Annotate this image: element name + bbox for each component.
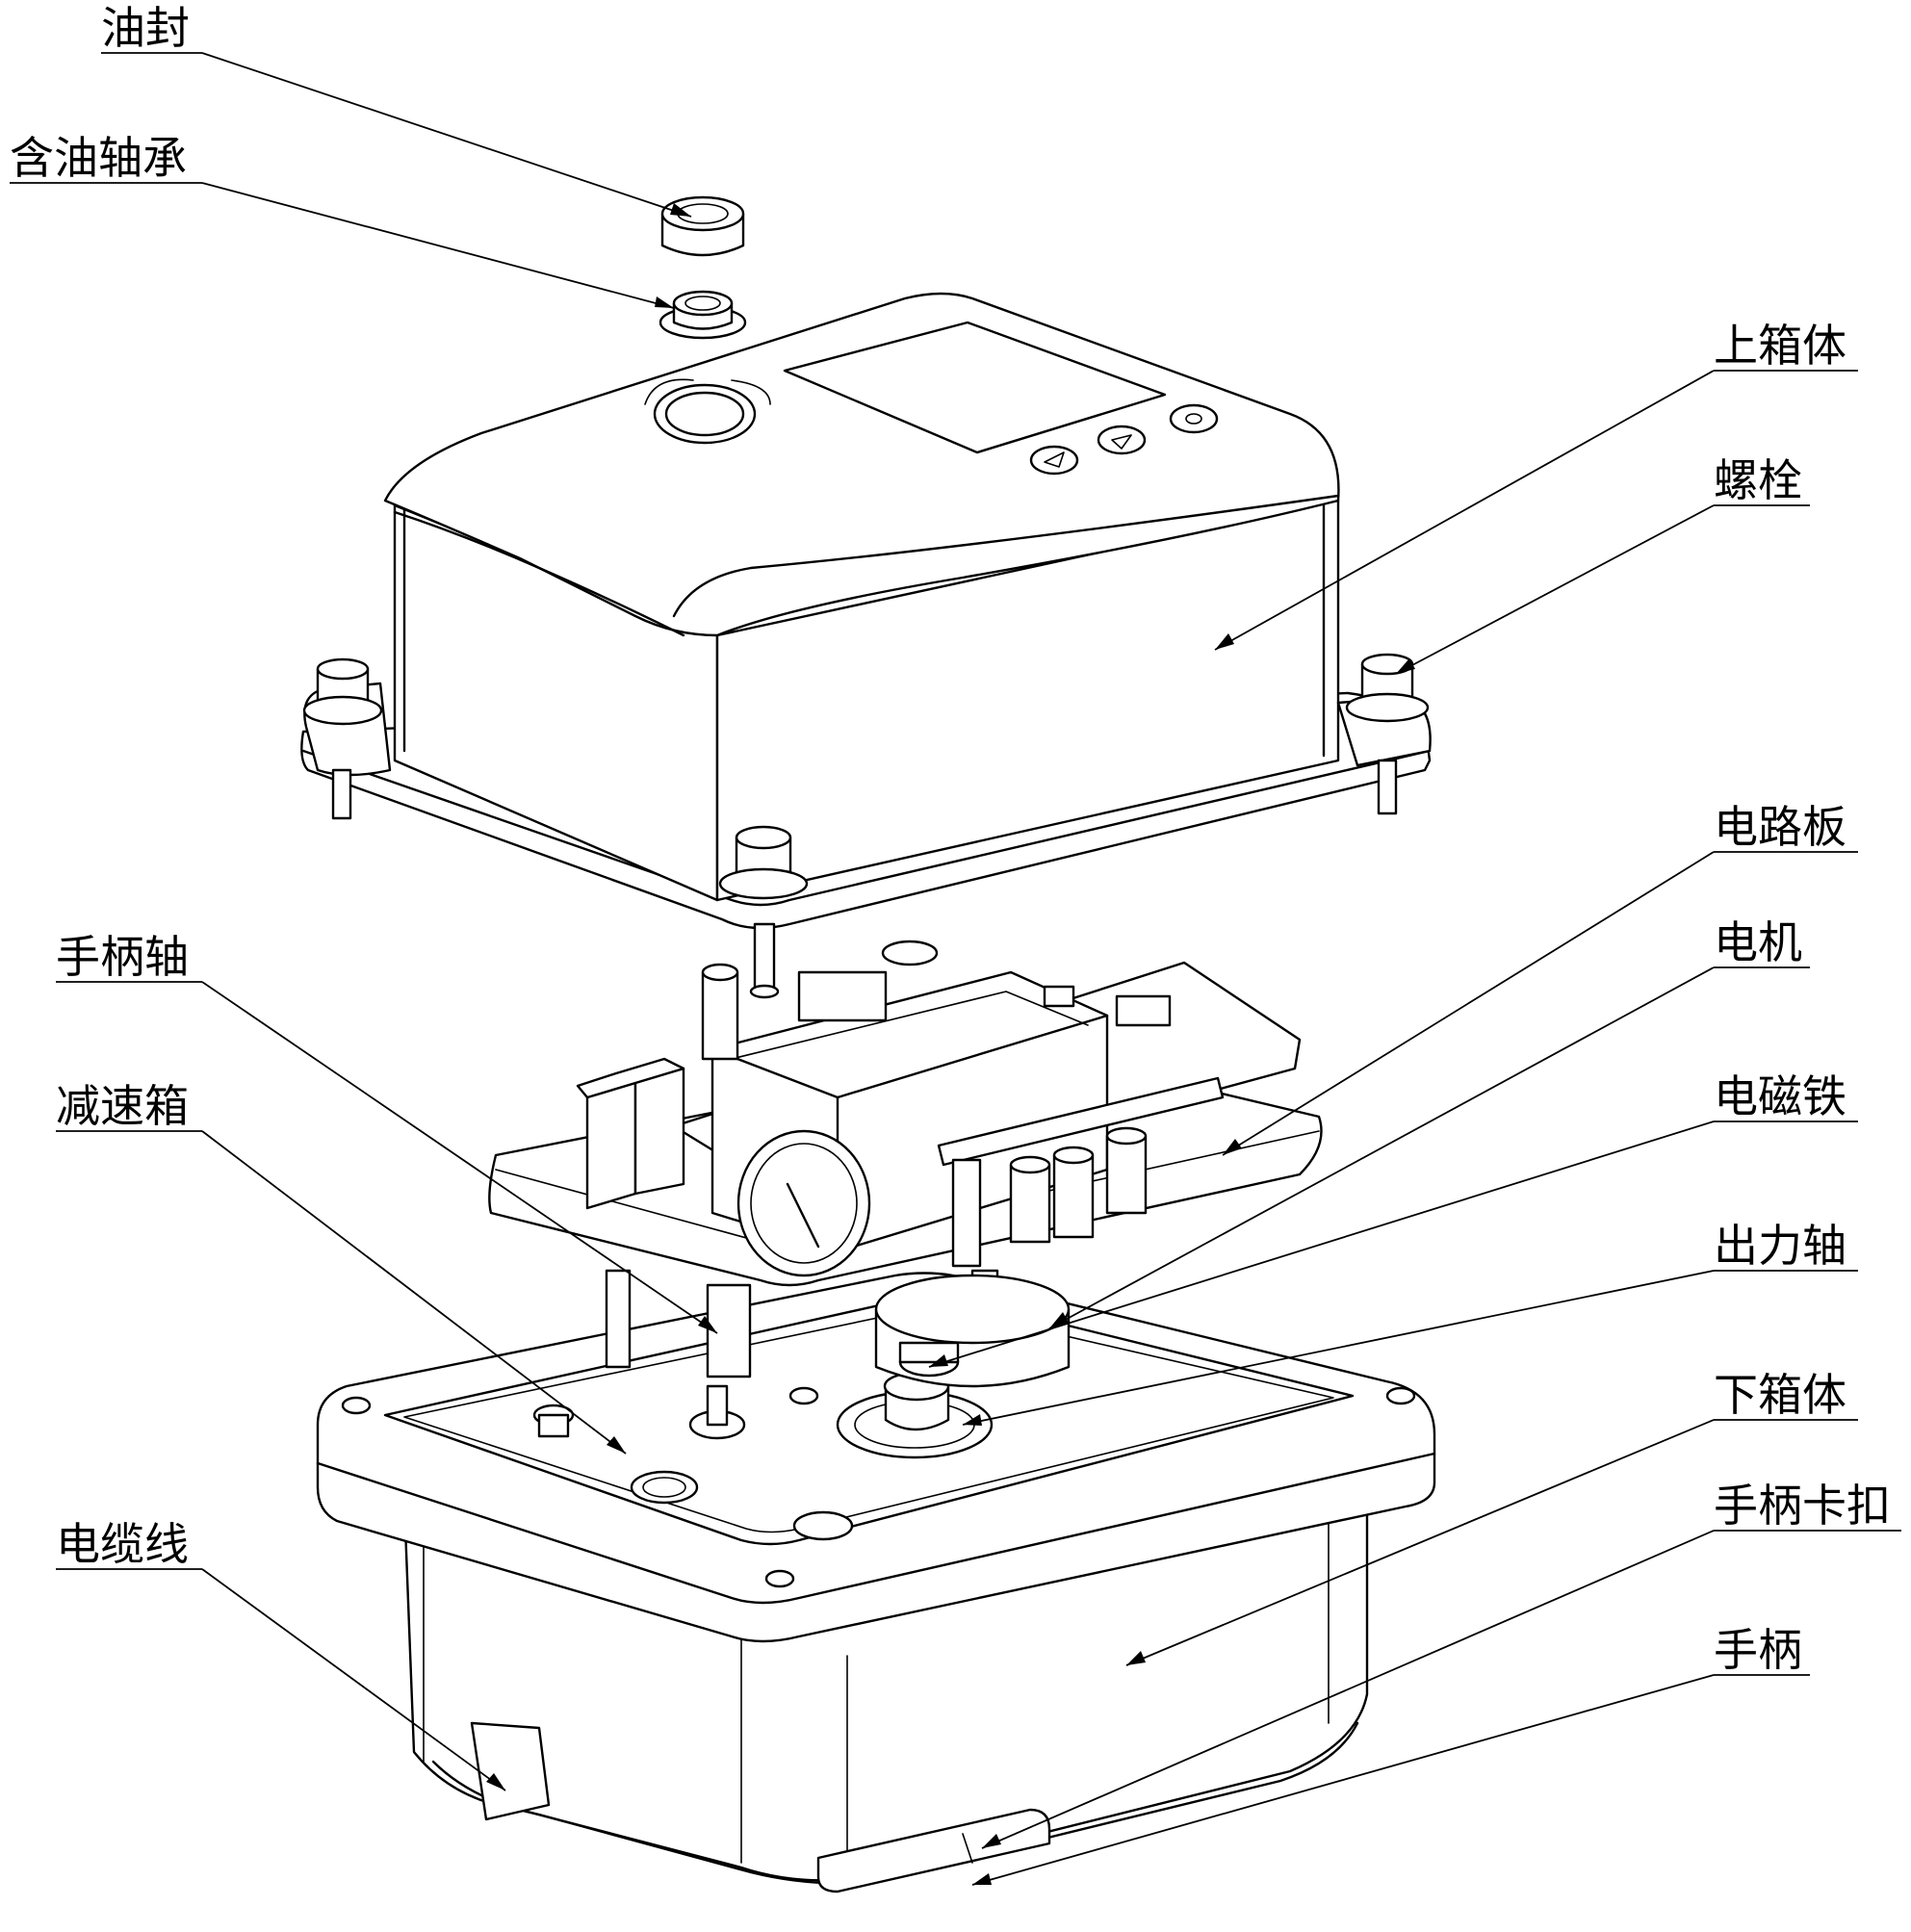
label-handle-text: 手柄 (1714, 1624, 1802, 1676)
label-handle-clip: 手柄卡扣 (1714, 1480, 1901, 1532)
label-circuit-board: 电路板 (1714, 801, 1858, 853)
circuit-board-assembly (488, 940, 1323, 1388)
label-handle-shaft-text: 手柄轴 (56, 931, 189, 983)
label-output-shaft-text: 出力轴 (1714, 1220, 1846, 1272)
label-lower-box-text: 下箱体 (1714, 1369, 1846, 1421)
label-oil-bearing: 含油轴承 (10, 132, 202, 184)
upper-box (300, 292, 1432, 999)
cable (470, 1721, 551, 1821)
label-reduction-box: 减速箱 (56, 1080, 202, 1132)
handle-clip (962, 1833, 973, 1864)
label-lower-box: 下箱体 (1714, 1369, 1858, 1421)
label-bolt-text: 螺栓 (1714, 454, 1802, 506)
label-electromagnet: 电磁铁 (1714, 1070, 1858, 1122)
label-reduction-box-text: 减速箱 (56, 1080, 189, 1132)
bolt-front (718, 825, 809, 999)
label-cable-text: 电缆线 (56, 1518, 189, 1570)
label-handle-clip-text: 手柄卡扣 (1714, 1480, 1891, 1532)
label-upper-box: 上箱体 (1714, 320, 1858, 372)
label-motor-text: 电机 (1714, 916, 1802, 968)
label-circuit-board-text: 电路板 (1714, 801, 1846, 853)
label-motor: 电机 (1714, 916, 1810, 968)
leader-lines (201, 52, 1715, 1886)
label-output-shaft: 出力轴 (1714, 1220, 1858, 1272)
oil-bearing-part (659, 290, 747, 340)
label-handle: 手柄 (1714, 1624, 1810, 1676)
label-electromagnet-text: 电磁铁 (1714, 1070, 1846, 1122)
oil-seal-part (660, 195, 745, 257)
bolt-left (302, 657, 383, 820)
label-oil-bearing-text: 含油轴承 (10, 132, 187, 184)
handle (816, 1808, 1051, 1893)
bolt-right (1345, 653, 1430, 815)
label-cable: 电缆线 (56, 1518, 202, 1570)
label-upper-box-text: 上箱体 (1714, 320, 1846, 372)
label-bolt: 螺栓 (1714, 454, 1810, 506)
label-oil-seal-text: 油封 (101, 2, 190, 54)
label-oil-seal: 油封 (101, 2, 202, 54)
label-handle-shaft: 手柄轴 (56, 931, 202, 983)
